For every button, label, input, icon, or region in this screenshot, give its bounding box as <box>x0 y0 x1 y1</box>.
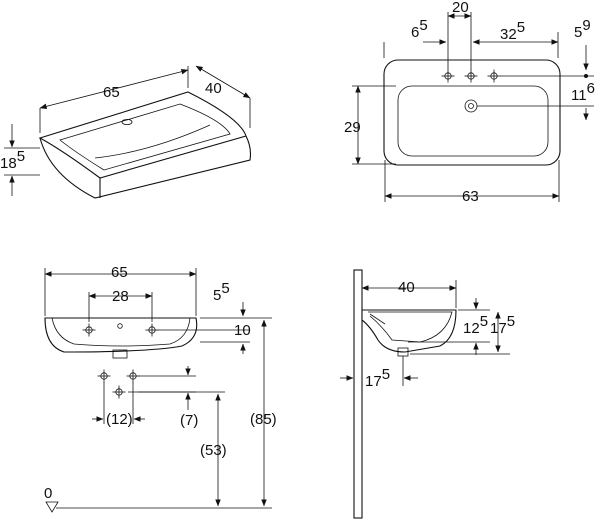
front-supply-spacing-label: (12) <box>106 411 133 428</box>
front-drain-height-label: (53) <box>200 442 227 459</box>
side-basin <box>361 309 457 353</box>
top-overflow-label: 116 <box>571 80 595 104</box>
iso-basin-top <box>38 91 247 179</box>
front-basin <box>44 317 198 353</box>
crosshair-icon <box>97 369 111 383</box>
front-drain <box>112 349 128 359</box>
crosshair-icon <box>112 385 126 399</box>
floor-level-triangle-icon <box>45 501 59 513</box>
top-bowl-width-label: 63 <box>462 188 479 205</box>
iso-bowl <box>59 103 231 171</box>
side-wall <box>353 269 363 519</box>
iso-tap-hole <box>121 119 133 126</box>
iso-depth-label: 40 <box>205 80 222 97</box>
front-floor-label: 0 <box>44 485 52 502</box>
top-view: 20 65 325 59 116 29 63 <box>344 0 595 205</box>
side-drain-offset-label: 175 <box>365 366 390 390</box>
crosshair-icon <box>126 369 140 383</box>
top-bowl <box>397 85 549 157</box>
front-rim-offset-label: 55 <box>213 280 230 304</box>
front-fixing-spacing-label: 28 <box>112 288 129 305</box>
iso-bowl-inner <box>94 124 211 159</box>
front-view: 65 28 55 10 (12) (7) (53) (85) <box>44 264 277 513</box>
top-right-hole-label: 325 <box>500 19 525 43</box>
side-overflow-drop-label: 125 <box>463 313 488 337</box>
iso-width-label: 65 <box>103 84 120 101</box>
top-edge-offset-label: 59 <box>574 17 591 41</box>
iso-height-label: 185 <box>0 148 25 172</box>
front-width-label: 65 <box>111 264 128 281</box>
side-height-label: 175 <box>490 313 515 337</box>
front-supply-height-label: (7) <box>180 412 198 429</box>
isometric-view: 65 40 185 <box>0 65 252 199</box>
top-bowl-depth-label: 29 <box>344 119 361 136</box>
side-depth-label: 40 <box>398 279 415 296</box>
top-left-hole-label: 65 <box>411 17 428 41</box>
front-rim-height-label: 10 <box>234 322 251 339</box>
side-view: 40 125 175 175 <box>340 269 515 519</box>
iso-basin-front <box>39 135 252 199</box>
front-rim-total-label: (85) <box>250 411 277 428</box>
top-tap-spacing-label: 20 <box>452 0 469 16</box>
